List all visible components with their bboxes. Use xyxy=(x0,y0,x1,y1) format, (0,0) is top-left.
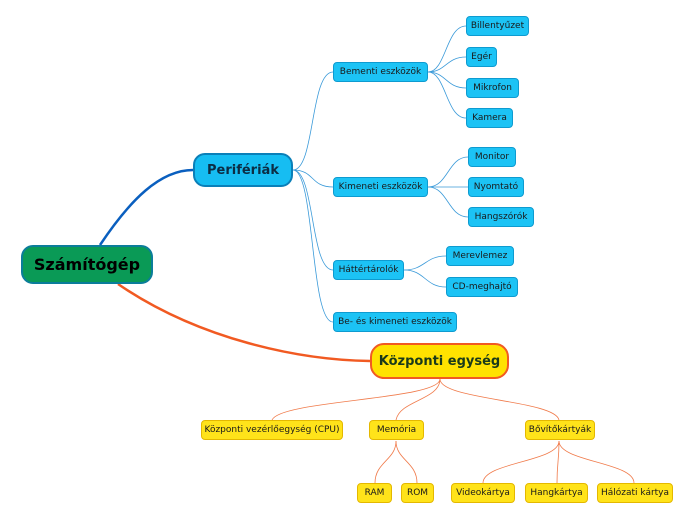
output-devices-node[interactable]: Kimeneti eszközök xyxy=(333,177,428,197)
connector-central-cpu xyxy=(271,378,441,421)
expansion-card-item[interactable]: Hálózati kártya xyxy=(597,483,673,503)
connector-peripherals-io xyxy=(292,169,334,323)
cpu-node[interactable]: Központi vezérlőegység (CPU) xyxy=(201,420,343,440)
storage-devices-node[interactable]: Háttértárolók xyxy=(333,260,404,280)
storage-device-item[interactable]: Merevlemez xyxy=(446,246,514,266)
connector-storage-2 xyxy=(403,269,447,288)
input-device-item[interactable]: Mikrofon xyxy=(466,78,519,98)
input-devices-node[interactable]: Bementi eszközök xyxy=(333,62,428,82)
io-devices-node[interactable]: Be- és kimeneti eszközök xyxy=(333,312,457,332)
connector-expansion-video xyxy=(482,440,560,484)
connector-peripherals-input xyxy=(292,71,334,171)
expansion-card-item[interactable]: Hangkártya xyxy=(525,483,588,503)
expansion-card-item[interactable]: Videokártya xyxy=(451,483,515,503)
connector-input-4 xyxy=(427,71,467,119)
storage-device-item[interactable]: CD-meghajtó xyxy=(446,277,518,297)
connector-input-2 xyxy=(427,56,467,73)
input-device-item[interactable]: Billentyűzet xyxy=(466,16,529,36)
connector-expansion-network xyxy=(558,440,635,484)
connector-memory-rom xyxy=(395,440,418,484)
connector-memory-ram xyxy=(374,440,397,484)
input-device-item[interactable]: Kamera xyxy=(466,108,513,128)
connector-peripherals-output xyxy=(292,169,334,188)
connector-input-1 xyxy=(427,25,467,73)
connector-expansion-sound xyxy=(556,440,560,484)
memory-item[interactable]: ROM xyxy=(401,483,434,503)
memory-item[interactable]: RAM xyxy=(357,483,392,503)
connector-peripherals-storage xyxy=(292,169,334,271)
output-device-item[interactable]: Hangszórók xyxy=(468,207,534,227)
connector-storage-1 xyxy=(403,255,447,271)
connector-root-central xyxy=(117,282,371,363)
input-device-item[interactable]: Egér xyxy=(466,47,497,67)
root-node[interactable]: Számítógép xyxy=(21,245,153,284)
connector-central-memory xyxy=(395,378,441,421)
connector-central-expansion xyxy=(439,378,560,421)
memory-node[interactable]: Memória xyxy=(369,420,424,440)
peripherals-node[interactable]: Perifériák xyxy=(193,153,293,187)
connector-input-3 xyxy=(427,71,467,89)
connector-output-3 xyxy=(427,186,469,218)
connector-output-1 xyxy=(427,156,469,188)
connector-root-peripherals xyxy=(98,168,194,246)
output-device-item[interactable]: Nyomtató xyxy=(468,177,524,197)
output-device-item[interactable]: Monitor xyxy=(468,147,516,167)
expansion-cards-node[interactable]: Bővítőkártyák xyxy=(525,420,595,440)
central-unit-node[interactable]: Központi egység xyxy=(370,343,509,379)
